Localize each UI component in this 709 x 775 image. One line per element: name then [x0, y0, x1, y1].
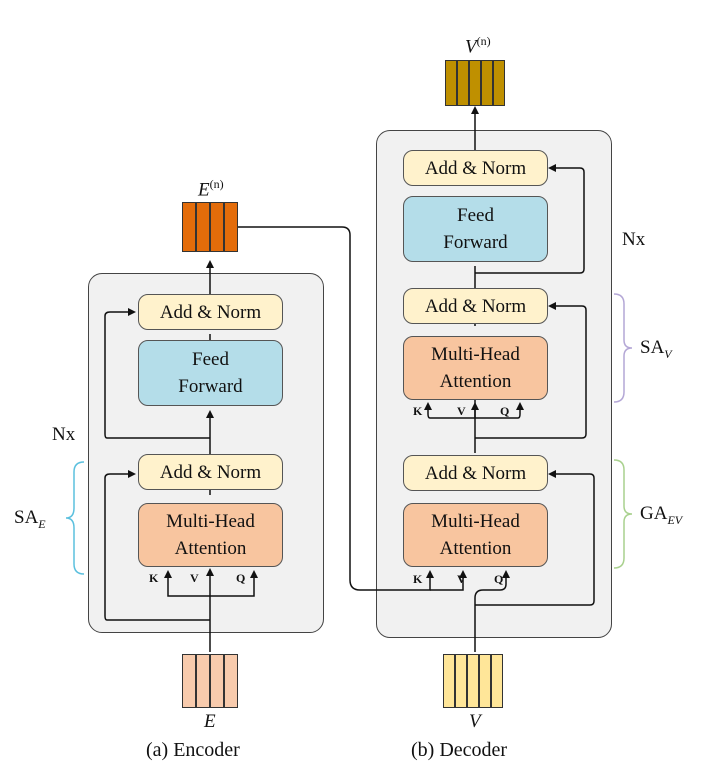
- decoder-guided-attention: Multi-Head Attention: [403, 503, 548, 567]
- decoder-sa-q-label: Q: [500, 404, 510, 418]
- encoder-q-label: Q: [236, 571, 246, 585]
- encoder-input-token: [224, 654, 238, 708]
- decoder-input-token: [479, 654, 491, 708]
- encoder-multi-head-attention: Multi-Head Attention: [138, 503, 283, 567]
- decoder-input-token: [443, 654, 455, 708]
- encoder-add-norm-top: Add & Norm: [138, 294, 283, 330]
- decoder-ga-q-label: Q: [494, 572, 504, 586]
- decoder-output-token: [469, 60, 481, 106]
- encoder-feed-forward: Feed Forward: [138, 340, 283, 406]
- decoder-add-norm-top: Add & Norm: [403, 150, 548, 186]
- encoder-k-label: K: [149, 571, 159, 585]
- encoder-output-token: [210, 202, 224, 252]
- decoder-sa-v-label: V: [457, 404, 466, 418]
- encoder-input-token: [210, 654, 224, 708]
- decoder-sa-k-label: K: [413, 404, 423, 418]
- decoder-self-attention: Multi-Head Attention: [403, 336, 548, 400]
- encoder-v-label: V: [190, 571, 199, 585]
- decoder-output-label: V(n): [465, 34, 491, 58]
- decoder-add-norm-low: Add & Norm: [403, 455, 548, 491]
- encoder-output-token: [182, 202, 196, 252]
- encoder-input-token: [196, 654, 210, 708]
- decoder-input-token: [491, 654, 503, 708]
- encoder-repeat-label: Nx: [52, 424, 76, 445]
- decoder-output-token: [493, 60, 505, 106]
- decoder-input-token: [455, 654, 467, 708]
- encoder-output-token: [224, 202, 238, 252]
- encoder-output-label: E(n): [198, 177, 224, 201]
- decoder-caption: (b) Decoder: [411, 739, 508, 761]
- encoder-add-norm-bottom: Add & Norm: [138, 454, 283, 490]
- decoder-input-label: V: [469, 711, 481, 732]
- encoder-caption: (a) Encoder: [146, 739, 240, 761]
- decoder-output-token: [445, 60, 457, 106]
- encoder-input-token: [182, 654, 196, 708]
- decoder-add-norm-mid: Add & Norm: [403, 288, 548, 324]
- decoder-ga-k-label: K: [413, 572, 423, 586]
- decoder-output-token: [457, 60, 469, 106]
- encoder-input-label: E: [204, 711, 216, 732]
- decoder-feed-forward: Feed Forward: [403, 196, 548, 262]
- decoder-ga-v-label: V: [457, 572, 466, 586]
- encoder-output-token: [196, 202, 210, 252]
- decoder-input-token: [467, 654, 479, 708]
- decoder-ga-ev-label: GAEV: [640, 503, 683, 527]
- decoder-repeat-label: Nx: [622, 229, 646, 250]
- encoder-sa-label: SAE: [14, 507, 46, 531]
- decoder-sa-v-label: SAV: [640, 337, 672, 361]
- decoder-output-token: [481, 60, 493, 106]
